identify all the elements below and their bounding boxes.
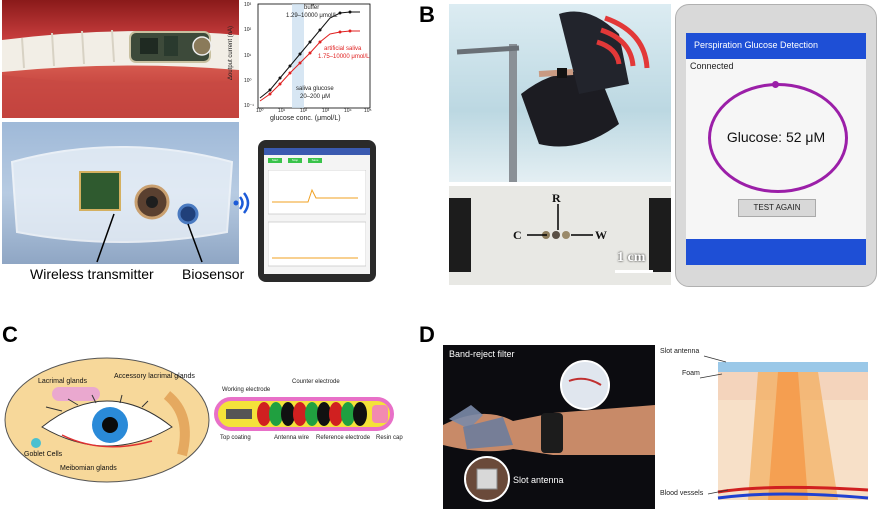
y-tick-4: 10⁰ xyxy=(244,78,252,84)
electrode-left-clamp xyxy=(449,198,471,272)
tablet-app-bar xyxy=(264,148,370,155)
phone-screen: Perspiration Glucose Detection Connected… xyxy=(686,33,866,265)
mouth-photo xyxy=(2,0,239,118)
scale-bar xyxy=(615,270,653,273)
chart-x-label: glucose conc. (μmol/L) xyxy=(270,115,341,122)
hand-illustration xyxy=(443,360,655,502)
y-tick-3: 10¹ xyxy=(244,53,252,59)
electrode-r-label: R xyxy=(552,191,561,205)
goblet-cells-label: Goblet Cells xyxy=(24,451,63,458)
lacrimal-glands-label: Lacrimal glands xyxy=(38,378,88,385)
tablet-save-button[interactable]: Save xyxy=(308,158,322,163)
x-tick-3: 10² xyxy=(300,108,308,114)
tablet-plots xyxy=(268,170,366,267)
working-electrode-label: Working electrode xyxy=(222,387,271,393)
tablet-screen: Start Stop Save xyxy=(264,148,370,274)
electrode-c-label: C xyxy=(513,228,522,242)
band-reject-label: Band-reject filter xyxy=(449,349,515,359)
foam-label: Foam xyxy=(682,370,700,377)
y-tick-2: 10² xyxy=(244,27,252,33)
tablet-device: Start Stop Save xyxy=(258,140,376,282)
phone-device: Perspiration Glucose Detection Connected… xyxy=(675,4,877,287)
wireless-transmitter-label: Wireless transmitter xyxy=(30,266,154,282)
skin-cross-section: Slot antenna Foam Blood vessels xyxy=(660,348,876,510)
sensor-diagram: Working electrode Counter electrode Top … xyxy=(212,379,412,445)
y-tick-5: 10⁻¹ xyxy=(244,103,254,109)
saliva-glucose-label: saliva glucose xyxy=(296,86,334,92)
reference-electrode-label: Reference electrode xyxy=(316,435,371,441)
phone-footer xyxy=(686,239,866,265)
accessory-glands-label: Accessory lacrimal glands xyxy=(114,373,195,380)
phone-header: Perspiration Glucose Detection xyxy=(686,33,866,59)
x-tick-6: 10⁵ xyxy=(364,108,372,114)
x-tick-1: 10⁰ xyxy=(256,108,264,114)
sensor-illustration xyxy=(214,397,394,431)
blood-vessels-label: Blood vessels xyxy=(660,490,704,497)
x-tick-5: 10⁴ xyxy=(344,108,352,114)
skin-illustration xyxy=(699,355,869,500)
saliva-range: 1.75–10000 μmol/L xyxy=(318,54,370,60)
eye-diagram: Lacrimal glands Accessory lacrimal gland… xyxy=(2,355,212,485)
top-coating-label: Top coating xyxy=(220,435,251,441)
antenna-wire-label: Antenna wire xyxy=(274,435,310,441)
meibomian-glands-label: Meibomian glands xyxy=(60,465,117,472)
electrode-photo: R C W 1 cm xyxy=(449,186,671,285)
panel-b-label: B xyxy=(419,2,435,27)
wifi-icon xyxy=(232,188,254,218)
tablet-start-button[interactable]: Start xyxy=(268,158,282,163)
biosensor-label: Biosensor xyxy=(182,266,245,282)
x-tick-2: 10¹ xyxy=(278,108,286,114)
eye-illustration xyxy=(4,357,210,483)
scale-bar-label: 1 cm xyxy=(617,250,646,265)
hand-illustration-panel: Band-reject filter Slot antenna xyxy=(443,345,655,509)
phone-status: Connected xyxy=(690,61,734,71)
chart-y-label: Δoutput current (nA) xyxy=(228,25,235,81)
teeth-illustration xyxy=(2,29,239,118)
buffer-range: 1.29–10000 μmol/L xyxy=(286,13,338,19)
y-tick-1: 10³ xyxy=(244,2,252,8)
counter-electrode-label: Counter electrode xyxy=(292,379,340,385)
glucose-reading: Glucose: 52 μM xyxy=(726,129,826,145)
cyclist-photo xyxy=(449,4,671,182)
electrode-right-clamp xyxy=(649,198,671,272)
tablet-stop-button[interactable]: Stop xyxy=(288,158,302,163)
buffer-label: buffer xyxy=(304,5,320,11)
glucose-chart: Δoutput current (nA) glucose conc. (μmol… xyxy=(228,0,380,125)
slot-antenna-left-label: Slot antenna xyxy=(513,475,564,485)
panel-c-label: C xyxy=(2,322,18,347)
slot-antenna-right-label: Slot antenna xyxy=(660,348,700,355)
mouthguard-illustration xyxy=(10,146,234,263)
panel-d-label: D xyxy=(419,322,435,347)
resin-cap-label: Resin cap xyxy=(376,435,403,441)
cyclist-illustration xyxy=(456,11,650,182)
chart-svg xyxy=(257,3,371,109)
saliva-label: artificial saliva xyxy=(324,46,362,52)
phone-header-title: Perspiration Glucose Detection xyxy=(694,40,819,50)
mouthguard-photo xyxy=(2,122,239,264)
x-tick-4: 10³ xyxy=(322,108,330,114)
test-again-button[interactable]: TEST AGAIN xyxy=(738,199,816,217)
saliva-glucose-range: 20–200 μM xyxy=(300,94,331,100)
electrode-w-label: W xyxy=(595,228,607,242)
ring-marker xyxy=(772,81,779,88)
